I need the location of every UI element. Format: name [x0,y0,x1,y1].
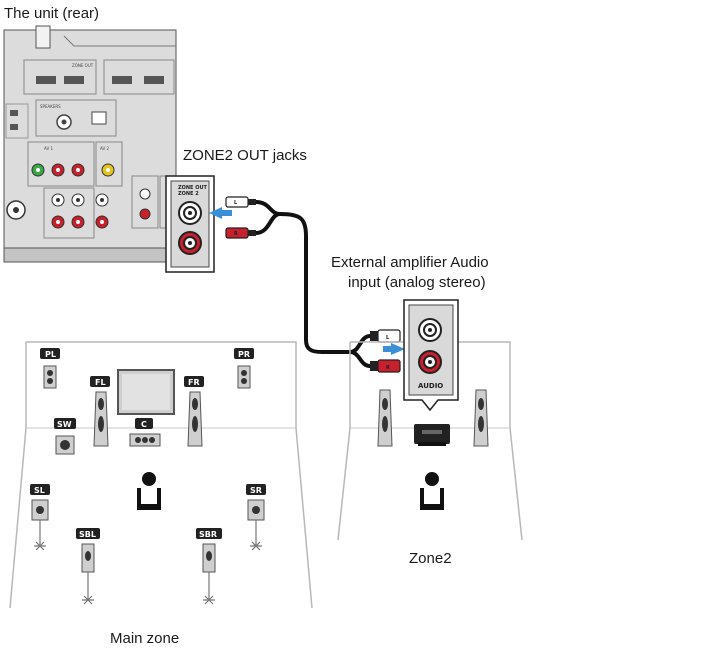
unit-rear-label: The unit (rear) [4,5,100,22]
zone2-listener-icon [420,472,444,510]
svg-text:L: L [234,200,238,206]
svg-text:AV 2: AV 2 [100,146,109,151]
svg-text:SPEAKERS: SPEAKERS [40,104,61,109]
svg-text:C: C [141,420,147,429]
unit-rear-panel: ZONE OUT [3,25,177,263]
external-amp-input-panel: AUDIO [403,299,459,412]
zone2-out-jack-panel: ZONE OUT ZONE 2 [165,175,215,273]
svg-text:SL: SL [34,486,45,495]
svg-text:PL: PL [45,350,56,359]
zone2-out-jacks-label: ZONE2 OUT jacks [183,147,307,164]
zone-out-title: ZONE OUT [178,185,208,191]
svg-text:FR: FR [188,378,200,387]
external-amp-label-line1: External amplifier Audio [331,254,489,271]
zone2-speakers [377,389,489,447]
svg-text:AV 1: AV 1 [44,146,53,151]
cable-plugs-amp-side: L R [370,329,401,373]
speaker-sbr: SBR [196,528,222,605]
speaker-c: C [129,418,161,447]
external-amplifier-icon [414,424,450,446]
speaker-fr: FR [184,376,204,447]
speaker-sl: SL [30,484,50,551]
zone2-label: Zone2 [409,550,452,567]
main-zone-room [9,341,313,609]
cable-plugs-unit-side: L R [225,196,256,239]
arrow-into-amp-input [383,343,405,355]
speaker-pr: PR [234,348,254,389]
main-zone-label: Main zone [110,630,180,647]
svg-text:SBR: SBR [199,530,217,539]
arrow-into-zone2-out [209,207,232,219]
svg-text:SW: SW [57,420,72,429]
svg-text:FL: FL [95,378,106,387]
speaker-pl: PL [40,348,60,389]
speaker-sr: SR [246,484,266,551]
main-listener-icon [137,472,161,510]
stereo-cable [255,200,350,354]
external-amp-label-line2: input (analog stereo) [348,274,486,291]
svg-text:SR: SR [250,486,262,495]
speaker-sw: SW [54,418,76,455]
svg-text:PR: PR [238,350,250,359]
tv-screen [117,369,175,415]
svg-text:R: R [386,365,390,371]
speaker-fl: FL [90,376,110,447]
svg-text:L: L [386,335,390,341]
svg-text:R: R [234,231,238,237]
speaker-sbl: SBL [76,528,100,605]
svg-text:ZONE OUT: ZONE OUT [72,63,94,68]
audio-label: AUDIO [418,382,443,390]
svg-text:SBL: SBL [79,530,96,539]
zone-out-sub: ZONE 2 [178,191,199,197]
